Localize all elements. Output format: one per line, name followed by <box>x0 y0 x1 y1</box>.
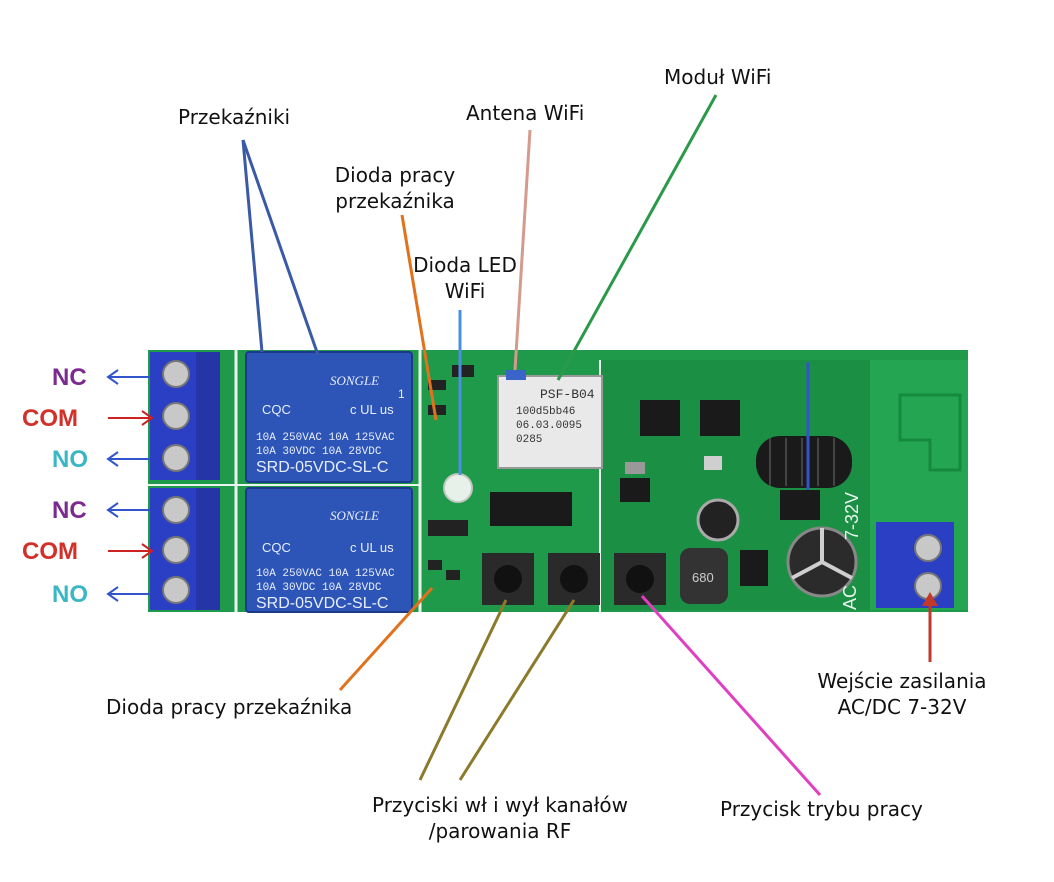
label-buttons-line1: Przyciski wł i wył kanałów <box>372 793 628 817</box>
ic-chip <box>490 492 572 526</box>
relay-top-ul: c UL us <box>350 402 394 417</box>
terminal-label-com-2: COM <box>22 538 78 565</box>
leader-relay-led-bottom <box>338 586 434 692</box>
power-terminal <box>876 522 954 608</box>
relay-bottom-model: SRD-05VDC-SL-C <box>256 595 388 612</box>
module-line-4: 0285 <box>516 434 542 446</box>
label-relay-led-top-line2: przekaźnika <box>335 189 455 213</box>
relay-top-model: SRD-05VDC-SL-C <box>256 459 388 476</box>
relay-top-num: 1 <box>398 387 405 401</box>
label-buttons-line2: /parowania RF <box>428 819 572 843</box>
rf-coil <box>756 436 852 488</box>
terminal-label-no-1: NO <box>52 446 88 473</box>
small-capacitor <box>696 498 740 542</box>
relay-bottom-rating-2: 10A 30VDC 10A 28VDC <box>256 582 382 594</box>
module-line-1: PSF-B04 <box>540 387 595 402</box>
wifi-module: PSF-B04 100d5bb46 06.03.0095 0285 <box>497 370 603 469</box>
label-buttons: Przyciski wł i wył kanałów /parowania RF <box>340 792 660 844</box>
terminal-arrows <box>106 369 154 602</box>
label-wifi-module: Moduł WiFi <box>664 65 772 89</box>
label-relay-led-top-line1: Dioda pracy <box>334 163 456 187</box>
power-arrow <box>922 592 938 662</box>
leader-module <box>556 94 718 381</box>
inductor-value: 680 <box>692 570 714 585</box>
module-line-3: 06.03.0095 <box>516 420 582 432</box>
terminal-block-bottom <box>150 488 220 610</box>
relay-top-mark: CQC <box>262 402 291 417</box>
relay-bottom-mark: CQC <box>262 540 291 555</box>
leader-antenna <box>513 129 532 371</box>
leader-mode-button <box>640 594 822 797</box>
buttons-row <box>482 553 666 605</box>
label-wifi-led-line1: Dioda LED <box>413 253 517 277</box>
leader-relays-left <box>241 139 264 353</box>
leader-relays-right <box>241 139 320 356</box>
inductor: 680 <box>680 548 728 604</box>
leader-relay-led-top <box>400 214 438 421</box>
leader-buttons-2 <box>458 599 576 781</box>
terminal-label-nc-2: NC <box>52 497 87 524</box>
relay-top-rating-2: 10A 30VDC 10A 28VDC <box>256 446 382 458</box>
label-relays: Przekaźniki <box>178 105 291 129</box>
relay-bottom-ul: c UL us <box>350 540 394 555</box>
relay-bottom-rating-1: 10A 250VAC 10A 125VAC <box>256 568 395 580</box>
label-mode-button: Przycisk trybu pracy <box>720 797 923 821</box>
label-wifi-antenna: Antena WiFi <box>466 101 585 125</box>
label-wifi-led-line2: WiFi <box>444 279 486 303</box>
label-power-input: Wejście zasilania AC/DC 7-32V <box>796 668 1008 720</box>
label-wifi-led: Dioda LED WiFi <box>400 252 530 304</box>
label-relay-led-bottom: Dioda pracy przekaźnika <box>106 695 353 719</box>
terminal-label-no-2: NO <box>52 581 88 608</box>
relay-bottom-brand: SONGLE <box>330 508 379 523</box>
label-relay-led-top: Dioda pracy przekaźnika <box>320 162 470 214</box>
wifi-led <box>443 473 473 503</box>
leader-buttons-1 <box>418 599 508 781</box>
terminal-label-nc-1: NC <box>52 364 87 391</box>
label-power-input-line2: AC/DC 7-32V <box>837 695 967 719</box>
terminal-block-top <box>150 352 220 480</box>
terminal-label-com-1: COM <box>22 405 78 432</box>
leader-lines <box>241 94 822 797</box>
label-power-input-line1: Wejście zasilania <box>817 669 987 693</box>
relay-top: SONGLE CQC c UL us 1 10A 250VAC 10A 125V… <box>245 351 413 483</box>
voltage-mark: 7-32V <box>842 492 862 540</box>
relay-top-rating-1: 10A 250VAC 10A 125VAC <box>256 432 395 444</box>
relay-bottom: SONGLE CQC c UL us 10A 250VAC 10A 125VAC… <box>245 487 413 613</box>
smd-components <box>428 365 820 586</box>
module-line-2: 100d5bb46 <box>516 406 575 418</box>
relay-top-brand: SONGLE <box>330 373 379 388</box>
ac-mark: AC <box>840 585 860 610</box>
